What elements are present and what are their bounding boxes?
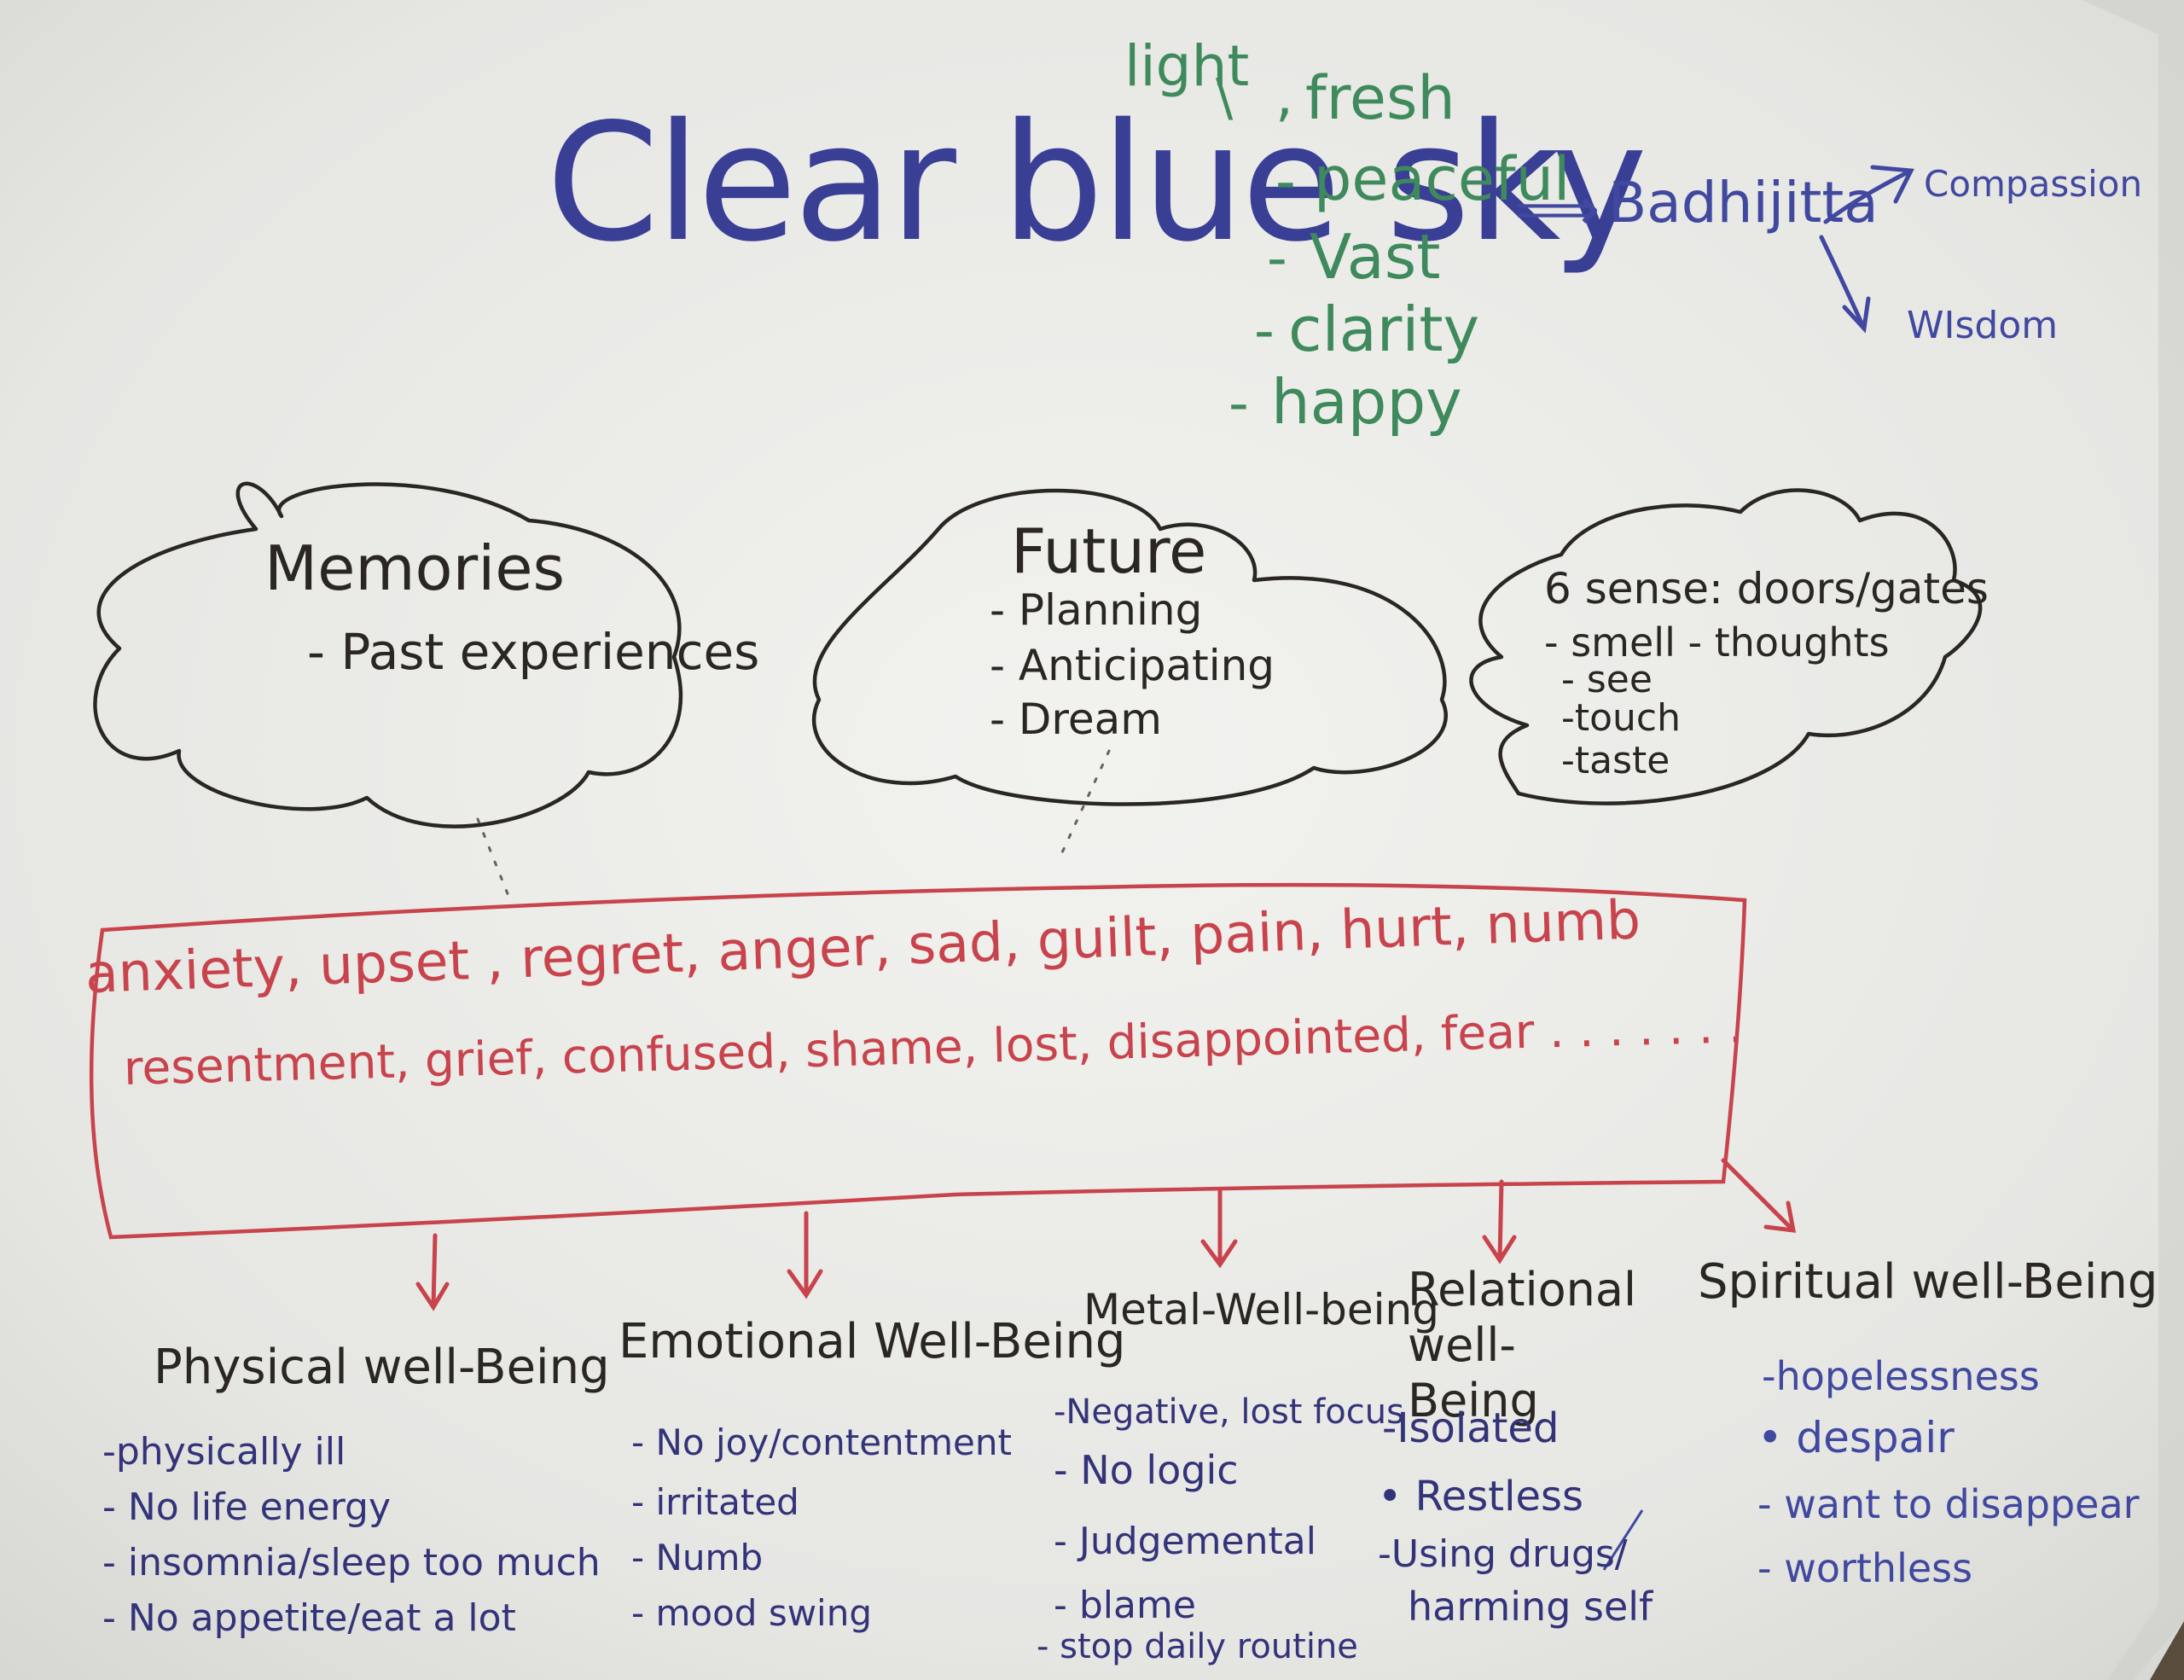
arrow-to-wisdom [1819,235,1867,331]
spiritual-item-4: - worthless [1757,1545,1973,1591]
future-cloud [811,488,1448,806]
red-arrows [415,1158,1797,1311]
physical-wellbeing-title: Physical well-Being [154,1340,610,1395]
emotional-item-3: - Numb [631,1537,764,1578]
quality-peaceful: peaceful [1314,144,1571,214]
emotional-item-1: - No joy/contentment [631,1421,1012,1463]
implies-arrow: ⟹ [1514,174,1600,244]
emotional-item-2: - irritated [631,1481,799,1523]
senses-item-touch: -touch [1561,696,1682,740]
quality-fresh-prefix: , [1275,63,1293,129]
mental-item-2: - No logic [1054,1447,1239,1493]
physical-item-2: - No life energy [102,1485,391,1529]
mental-wellbeing-title: Metal-Well-being [1083,1285,1439,1334]
physical-item-3: - insomnia/sleep too much [102,1541,601,1584]
mental-item-4: - blame [1054,1584,1196,1627]
emotion-box [89,882,1747,1240]
relational-item-1: -Isolated [1382,1404,1560,1452]
spiritual-item-2: • despair [1757,1413,1955,1462]
future-title: Future [1011,515,1207,587]
relational-item-4: harming self [1408,1584,1653,1630]
bodhicitta-label: Badhijitta [1608,170,1879,235]
memories-cloud [93,481,683,828]
relational-item-2: • Restless [1378,1473,1584,1520]
spiritual-item-1: -hopelessness [1762,1353,2040,1399]
paper-shadow-edge [2082,0,2184,1680]
quality-light: light [1124,33,1250,99]
emotional-item-4: - mood swing [631,1592,873,1634]
emotional-wellbeing-title: Emotional Well-Being [619,1314,1126,1369]
quality-clarity-prefix: - [1254,298,1275,363]
senses-title: 6 sense: doors/gates [1544,564,1989,613]
future-item-dream: - Dream [990,695,1163,744]
quality-happy: happy [1271,366,1462,438]
bodhicitta-arrows [1819,165,1914,334]
separator-comma: \ [1216,68,1234,128]
dotted-connectors [476,749,1111,906]
mental-item-5: - stop daily routine [1037,1627,1358,1666]
quality-clarity: clarity [1288,294,1480,365]
future-item-planning: - Planning [990,585,1203,635]
wisdom-label: WIsdom [1907,304,2059,347]
cloud-outlines [93,481,1983,828]
spiritual-wellbeing-title: Spiritual well-Being [1698,1254,2158,1310]
physical-item-1: -physically ill [102,1430,346,1474]
physical-item-4: - No appetite/eat a lot [102,1596,516,1640]
main-title: Clear blue sky [546,89,1647,277]
senses-cloud [1469,488,1983,805]
memories-title: Memories [264,532,566,604]
mental-item-3: - Judgemental [1054,1520,1316,1563]
arrow-to-compassion [1823,168,1914,224]
relational-item-3: -Using drugs/ [1378,1532,1628,1576]
senses-item-smell-thoughts: - smell - thoughts [1544,619,1890,666]
senses-item-taste: -taste [1561,739,1670,782]
quality-peaceful-prefix: - [1275,148,1296,214]
memories-item: - Past experiences [307,623,760,681]
quality-fresh: fresh [1305,63,1455,133]
quality-vast: Vast [1310,221,1441,293]
future-item-anticipating: - Anticipating [990,641,1275,690]
quality-vast-prefix: - [1267,225,1287,291]
senses-item-see: - see [1561,658,1653,701]
compassion-label: Compassion [1924,163,2143,205]
spiritual-item-3: - want to disappear [1757,1481,2140,1527]
relational-wellbeing-title: Relational well-Being [1408,1263,1636,1427]
quality-happy-prefix: - [1228,370,1249,436]
mental-item-1: -Negative, lost focus [1054,1392,1404,1432]
